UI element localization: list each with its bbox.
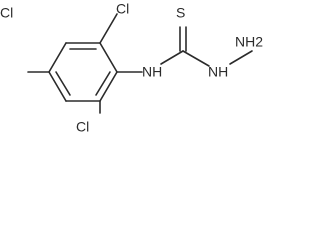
atom-s: S	[176, 5, 185, 21]
atom-nh-right: NH	[208, 64, 228, 80]
ring-bond-6	[99, 42, 118, 73]
bond-cl-top	[99, 13, 118, 44]
ring-bond-5-inner	[95, 71, 111, 96]
atom-cl-bottom: Cl	[76, 119, 89, 135]
ring-bond-3	[48, 71, 67, 102]
atom-nh: NH	[142, 64, 162, 80]
ring-bond-3-inner	[55, 71, 71, 96]
bond-nh-c	[160, 50, 184, 65]
bond-nh-nh2	[229, 50, 253, 65]
atom-labels: Cl Cl Cl S NH NH NH2	[0, 1, 263, 135]
atom-cl-top: Cl	[116, 1, 129, 17]
ring-bond-5	[99, 71, 118, 102]
ring-bond-2	[48, 42, 67, 73]
bond-c-nh	[182, 50, 210, 67]
atom-nh2: NH2	[235, 34, 263, 50]
bond-lines	[27, 13, 253, 114]
chemical-structure: Cl Cl Cl S NH NH NH2	[0, 1, 263, 135]
atom-cl-left: Cl	[0, 5, 13, 21]
